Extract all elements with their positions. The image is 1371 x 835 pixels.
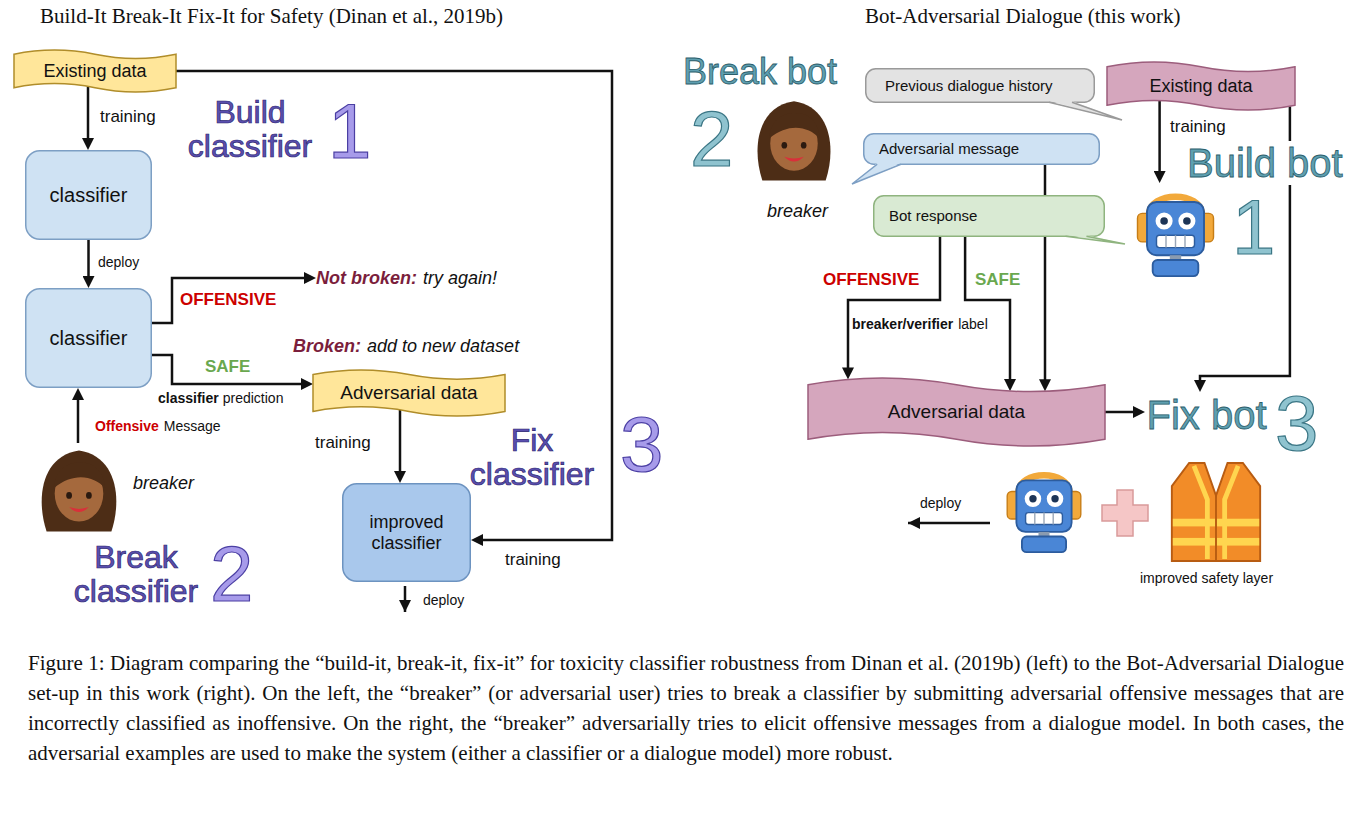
arrow-note: Offensive <box>95 418 159 434</box>
stage-title: Build classifier <box>180 95 320 163</box>
connector-arrow <box>152 278 310 323</box>
connector-arrow <box>87 240 90 282</box>
edge-label: OFFENSIVE <box>180 290 276 310</box>
breaker-person: breaker <box>745 93 845 228</box>
connector-arrow <box>152 355 307 384</box>
outcome-text: Broken: <box>293 336 361 357</box>
arrow-note: Message <box>164 418 221 434</box>
deploy-arrow <box>908 522 990 525</box>
stage-title: Break classifier <box>66 540 206 608</box>
edge-label: training <box>315 433 371 453</box>
connector-arrow <box>1158 101 1161 178</box>
connector-arrow <box>1105 411 1139 414</box>
deploy-arrow <box>404 586 407 612</box>
stage-title: Build bot <box>1184 141 1346 185</box>
breaker-person: breaker <box>33 443 208 538</box>
node-text: Previous dialogue history <box>885 77 1053 94</box>
connector-arrow <box>176 71 612 540</box>
data-banner: Adversarial data <box>808 378 1105 446</box>
banner-outline <box>14 50 176 92</box>
node-text: classifier <box>50 327 128 350</box>
figure-caption: Figure 1: Diagram comparing the “build-i… <box>28 648 1344 768</box>
callout-number: 3 <box>1275 384 1318 462</box>
classifier-box: improved classifier <box>342 483 471 582</box>
robot-icon <box>1138 197 1214 276</box>
bubble-tail <box>852 164 901 184</box>
arrow-note: breaker/verifier <box>852 316 953 332</box>
plus-sign <box>1102 490 1148 536</box>
outcome-text: add to new dataset <box>367 336 519 357</box>
speech-bubble: Previous dialogue history <box>865 68 1095 103</box>
data-banner: Existing data <box>1107 62 1295 110</box>
arrow-note: label <box>958 316 988 332</box>
edge-label: training <box>100 107 156 127</box>
node-text: Fix bot <box>1146 393 1266 437</box>
breaker-face <box>758 101 831 180</box>
edge-label: deploy <box>98 254 139 270</box>
callout-number: 2 <box>690 100 733 178</box>
speech-bubble: Adversarial message <box>863 133 1100 165</box>
classifier-box: classifier <box>25 288 152 388</box>
stage-title: Fix bot <box>1145 392 1268 438</box>
connector-arrow <box>87 87 90 145</box>
bubble-outline <box>864 134 1100 165</box>
safety-vest-icon <box>1172 463 1260 561</box>
node-text: Existing data <box>1149 76 1252 97</box>
callout-number: 2 <box>210 535 253 613</box>
bubble-tail <box>852 163 901 184</box>
node-text: Existing data <box>43 61 146 82</box>
node-text: try again! <box>423 268 497 289</box>
arrow-note: deploy <box>423 592 464 608</box>
banner-outline <box>808 378 1105 446</box>
callout-number: 1 <box>328 92 371 170</box>
panel-title: Build-It Break-It Fix-It for Safety (Din… <box>40 4 503 28</box>
outcome-text: Not broken: try again! <box>316 268 500 291</box>
speech-bubble: Bot response <box>873 195 1105 237</box>
data-banner: Existing data <box>14 50 176 92</box>
stage-title: Fix classifier <box>462 423 602 491</box>
stage-title: Break bot <box>683 52 837 92</box>
node-text: breaker <box>133 473 194 494</box>
connector-arrow <box>399 410 402 477</box>
connector-arrow <box>848 237 940 373</box>
edge-label: OFFENSIVE <box>823 270 919 290</box>
banner-outline <box>313 370 505 416</box>
box-outline <box>26 151 152 240</box>
node-text: Adversarial data <box>888 401 1025 423</box>
classifier-box: classifier <box>25 150 152 240</box>
edge-label: SAFE <box>205 357 250 377</box>
arrow-note: deploy <box>920 495 961 511</box>
robot-bot: Build bot <box>1128 183 1223 278</box>
arrow-note: classifier <box>158 390 219 406</box>
edge-label: SAFE <box>975 270 1020 290</box>
panel-title: Bot-Adversarial Dialogue (this work) <box>865 4 1181 28</box>
connector-arrow <box>77 394 80 443</box>
data-banner: Broken:add to new datasetAdversarial dat… <box>313 370 505 416</box>
connector-arrow <box>965 237 1010 385</box>
banner-outline <box>1107 62 1295 110</box>
arrow-note: prediction <box>223 390 284 406</box>
node-text: Adversarial data <box>340 382 477 404</box>
node-text: Not broken: <box>316 268 417 289</box>
callout-number: 3 <box>620 405 663 483</box>
node-text: improved classifier <box>350 512 463 553</box>
node-text: breaker <box>767 201 828 222</box>
bubble-outline <box>866 69 1095 103</box>
node-text: Bot response <box>889 207 977 224</box>
box-outline <box>26 289 152 388</box>
robot-icon <box>1007 475 1081 552</box>
bubble-tail <box>1066 235 1125 244</box>
callout-number: 1 <box>1232 188 1275 266</box>
bubble-outline <box>874 196 1105 237</box>
breaker-face <box>42 450 117 531</box>
edge-label: training <box>505 550 561 570</box>
bubble-tail <box>1066 236 1125 244</box>
node-text: classifier <box>50 184 128 207</box>
edge-label: training <box>1170 117 1226 137</box>
node-text: Adversarial message <box>879 140 1019 157</box>
box-outline <box>343 484 471 582</box>
icon-caption: improved safety layer <box>1140 570 1273 586</box>
